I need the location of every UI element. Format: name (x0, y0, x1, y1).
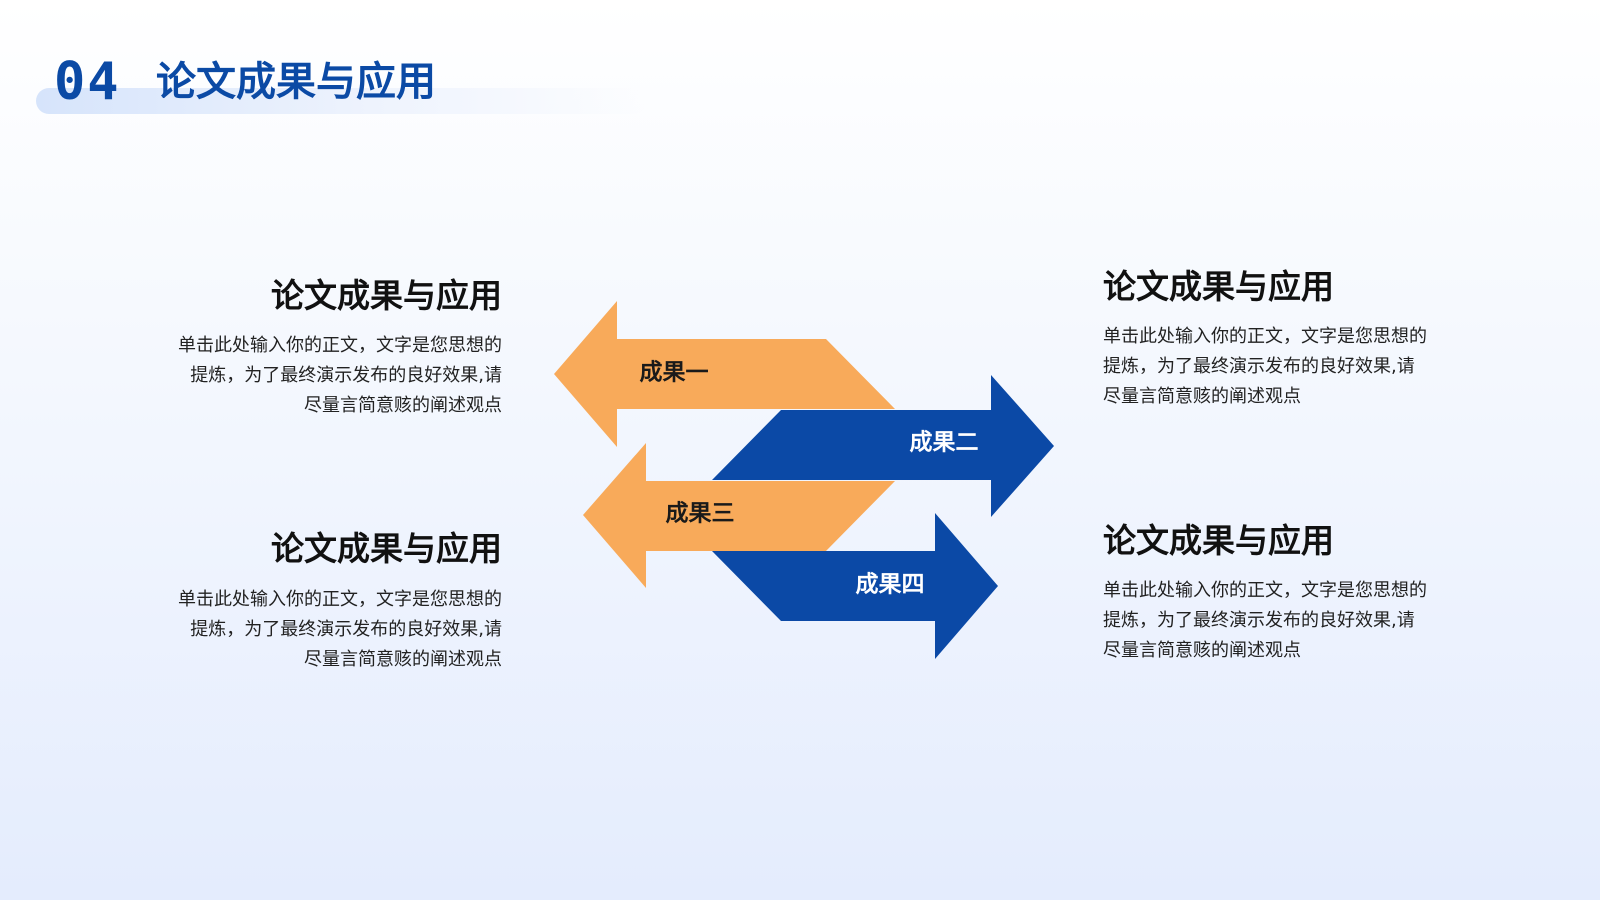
block-title-right-bottom: 论文成果与应用 (1103, 521, 1334, 560)
body-line: 提炼，为了最终演示发布的良好效果,请 (190, 365, 502, 386)
arrow-achievement-1 (554, 301, 895, 447)
arrow-label-achievement-2: 成果二 (910, 430, 979, 456)
body-line: 单击此处输入你的正文，文字是您思想的 (1103, 580, 1427, 601)
arrow-achievement-2 (712, 375, 1054, 517)
body-line: 尽量言简意赅的阐述观点 (304, 649, 502, 670)
arrow-achievement-3 (583, 443, 895, 588)
body-line: 提炼，为了最终演示发布的良好效果,请 (1103, 610, 1415, 631)
body-line: 单击此处输入你的正文，文字是您思想的 (1103, 326, 1427, 347)
block-body-right-top: 单击此处输入你的正文，文字是您思想的 提炼，为了最终演示发布的良好效果,请 尽量… (1103, 322, 1471, 412)
block-body-left-top: 单击此处输入你的正文，文字是您思想的 提炼，为了最终演示发布的良好效果,请 尽量… (134, 331, 502, 421)
body-line: 单击此处输入你的正文，文字是您思想的 (178, 589, 502, 610)
body-line: 尽量言简意赅的阐述观点 (1103, 640, 1301, 661)
body-line: 单击此处输入你的正文，文字是您思想的 (178, 335, 502, 356)
arrow-label-achievement-4: 成果四 (856, 572, 925, 598)
block-title-right-top: 论文成果与应用 (1103, 267, 1334, 306)
body-line: 提炼，为了最终演示发布的良好效果,请 (190, 619, 502, 640)
block-body-left-bottom: 单击此处输入你的正文，文字是您思想的 提炼，为了最终演示发布的良好效果,请 尽量… (134, 585, 502, 675)
block-title-left-top: 论文成果与应用 (271, 276, 502, 315)
section-number: 04 (54, 52, 121, 112)
body-line: 尽量言简意赅的阐述观点 (304, 395, 502, 416)
block-body-right-bottom: 单击此处输入你的正文，文字是您思想的 提炼，为了最终演示发布的良好效果,请 尽量… (1103, 576, 1471, 666)
page-title: 论文成果与应用 (156, 59, 436, 105)
body-line: 尽量言简意赅的阐述观点 (1103, 386, 1301, 407)
arrow-achievement-4 (712, 513, 998, 659)
block-title-left-bottom: 论文成果与应用 (271, 529, 502, 568)
body-line: 提炼，为了最终演示发布的良好效果,请 (1103, 356, 1415, 377)
arrow-label-achievement-3: 成果三 (666, 501, 735, 527)
arrow-label-achievement-1: 成果一 (640, 360, 709, 386)
header-accent-bar (36, 88, 646, 114)
